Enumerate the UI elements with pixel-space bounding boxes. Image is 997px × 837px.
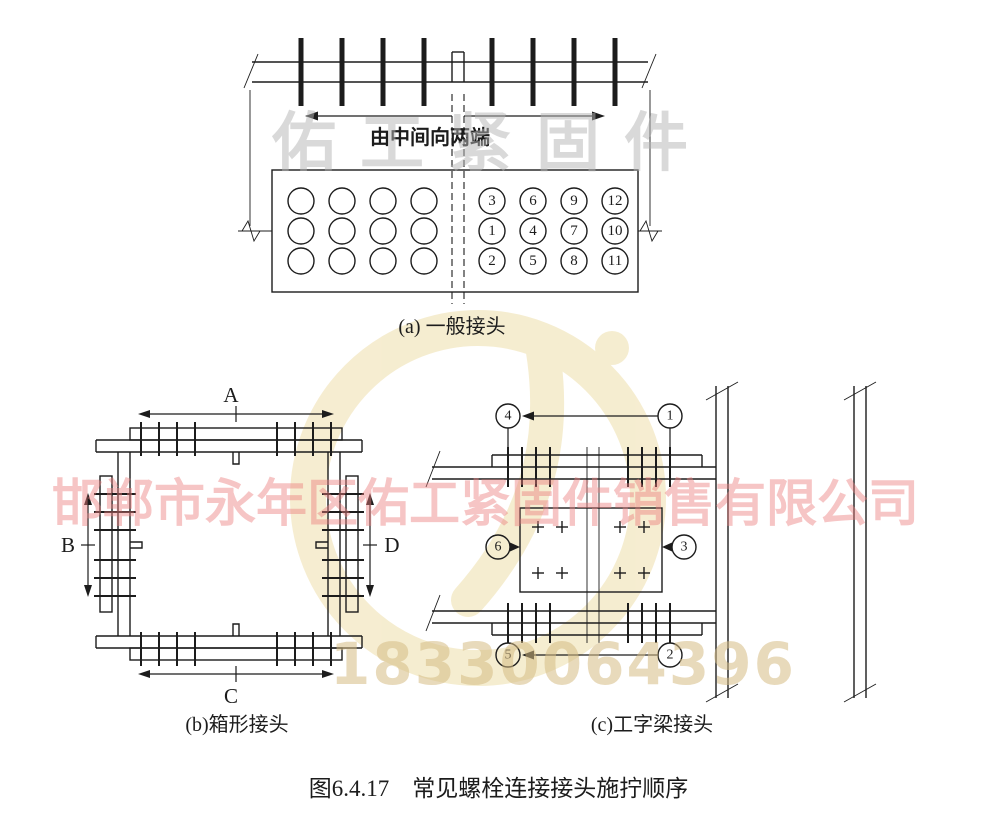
bolt-ticks-bottom [140,632,332,666]
projection-lines [249,90,651,226]
bolt-number: 7 [570,223,578,239]
direction-note: 由中间向两端 [370,125,490,149]
splice-plate-plan-outline [238,94,662,304]
bolt-number: 2 [488,253,496,269]
callout-number: 4 [505,409,512,424]
bolt-number: 12 [608,193,623,209]
bolt-circle [519,187,547,215]
callout-number: 1 [667,409,674,424]
direction-arrow-left-icon [305,111,452,121]
bolt-circle [369,187,397,215]
bolt-number: 11 [608,253,622,269]
callout-number: 3 [681,540,688,555]
arrow-a-icon [138,406,334,422]
bolt-circle [601,187,629,215]
bolt-circle [287,247,315,275]
bolt-circle [287,217,315,245]
plain-bolt-grid [287,187,438,275]
label-a: A [223,383,239,407]
callout-number: 5 [505,648,512,663]
bolt-number: 9 [570,193,578,209]
bolt-circle [560,247,588,275]
bolt-number: 5 [529,253,537,269]
bolt-circle [478,247,506,275]
callout-number: 6 [495,540,502,555]
arrow-c-icon [138,666,334,682]
bolt-circle [410,247,438,275]
panel-c: 4 1 6 3 [425,381,877,736]
direction-arrow-right-icon [464,111,605,121]
bolt-ticks-top [140,422,332,456]
bolt-circle [478,217,506,245]
bolt-circle [560,217,588,245]
callout-leader-bottom [522,650,658,660]
bolt-circle [519,247,547,275]
bolt-number: 1 [488,223,496,239]
bolt-number: 6 [529,193,537,209]
box-splice-plates [99,427,359,661]
panel-c-label: (c)工字梁接头 [591,713,713,736]
callout-4: 4 [495,403,521,429]
web-splice-plate [519,507,663,593]
joint-tabs [130,452,328,636]
bolt-number: 10 [608,223,623,239]
bolt-circle [601,217,629,245]
bolt-circle [601,247,629,275]
bolt-number: 8 [570,253,578,269]
arrow-b-icon [81,493,95,597]
bolt-circle [560,187,588,215]
bolt-circle [410,187,438,215]
bolt-circle [478,187,506,215]
bolt-circle [287,187,315,215]
bolt-circle [519,217,547,245]
figure-caption: 图6.4.17 常见螺栓连接接头施拧顺序 [308,776,689,801]
bolt-ticks-left [94,493,136,597]
callout-1: 1 [657,403,683,429]
panel-b: A C B D (b)箱形接头 [61,383,400,736]
bolt-circle [328,187,356,215]
callout-5: 5 [495,642,521,668]
callout-6: 6 [485,534,520,560]
column [705,381,877,703]
bolt-circle [369,217,397,245]
label-d: D [384,533,399,557]
numbered-bolt-grid: 3 6 9 12 1 4 7 10 2 5 8 [478,187,629,275]
bolt-circle [369,247,397,275]
bolt-circle [328,217,356,245]
bolt-circle [410,217,438,245]
callout-number: 2 [667,648,674,663]
callout-leader-top [507,411,671,447]
callout-2: 2 [657,642,683,668]
panel-a-label: (a) 一般接头 [398,315,505,338]
callout-3: 3 [662,534,697,560]
side-view-beam [243,51,657,89]
arrow-d-icon [363,493,377,597]
bolt-circle [328,247,356,275]
bolt-number: 3 [488,193,496,209]
panel-a: 由中间向两端 [238,38,662,338]
box-walls [95,439,363,649]
panel-b-label: (b)箱形接头 [185,713,288,736]
side-view-bolts [298,38,618,106]
label-b: B [61,533,75,557]
label-c: C [224,684,238,708]
beam-joint-lines [586,447,600,643]
bolt-number: 4 [529,223,537,239]
